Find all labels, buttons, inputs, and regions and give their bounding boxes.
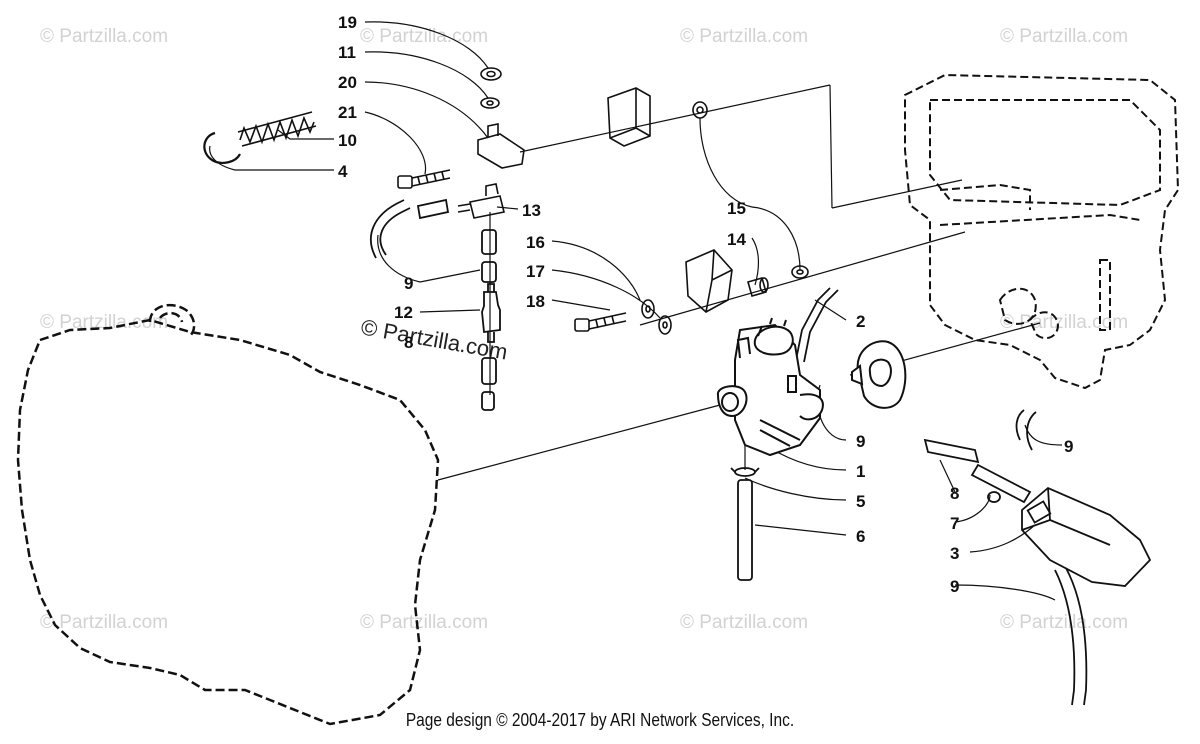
callout-label: 21 <box>338 103 357 122</box>
callout-label: 13 <box>522 201 541 220</box>
watermark: © Partzilla.com <box>360 26 488 47</box>
callout-label: 9 <box>950 577 959 596</box>
callout-label: 4 <box>338 162 348 181</box>
fuel-pump-assembly <box>923 409 1152 706</box>
pump-3 <box>1021 486 1152 587</box>
callout-label: 18 <box>526 292 545 311</box>
hose-9-lower <box>1054 567 1088 706</box>
callout-label: 2 <box>856 312 865 331</box>
callout-label: 8 <box>404 333 413 352</box>
hose-8-lower <box>970 463 1032 504</box>
hose-9-upper <box>370 199 411 259</box>
block-bracket <box>607 87 651 147</box>
watermark: © Partzilla.com <box>1000 312 1128 333</box>
retaining-clip <box>203 131 241 164</box>
callout-label: 1 <box>856 462 865 481</box>
carburetor <box>717 317 824 457</box>
page-footer: Page design © 2004-2017 by ARI Network S… <box>405 710 795 730</box>
watermark: © Partzilla.com <box>40 312 168 333</box>
callout-label: 9 <box>404 274 413 293</box>
bolt-18 <box>574 312 627 332</box>
bracket-20 <box>477 123 525 169</box>
intake-boot-2 <box>851 340 907 409</box>
fitting-7 <box>987 491 1001 503</box>
callout-label: 11 <box>338 43 356 62</box>
callout-label: 9 <box>856 432 865 451</box>
callout-label: 14 <box>727 230 746 249</box>
callout-label: 20 <box>338 73 357 92</box>
watermark: © Partzilla.com <box>680 26 808 47</box>
callout-label: 6 <box>856 527 865 546</box>
watermark: © Partzilla.com <box>1000 612 1128 633</box>
callout-label: 7 <box>950 514 959 533</box>
callout-label: 19 <box>338 13 357 32</box>
spring <box>237 111 317 147</box>
watermark: © Partzilla.com <box>360 612 488 633</box>
vent-hose-9 <box>795 287 839 363</box>
sleeve <box>481 391 495 411</box>
sleeve <box>481 357 497 385</box>
callout-label: 15 <box>727 199 746 218</box>
hose-8-pump <box>923 438 980 464</box>
callout-label: 10 <box>338 131 357 150</box>
fuel-tee-13 <box>457 183 505 219</box>
bracket-mount <box>685 249 733 313</box>
washer-11 <box>480 97 500 109</box>
clamp-5 <box>730 467 760 477</box>
nut-19 <box>480 67 502 81</box>
washer-16 <box>658 315 672 335</box>
callout-label: 16 <box>526 233 545 252</box>
watermark: © Partzilla.com <box>40 612 168 633</box>
washer-17 <box>641 299 655 319</box>
callout-label: 8 <box>950 484 959 503</box>
engine-outline <box>16 303 440 726</box>
callout-label: 17 <box>526 262 545 281</box>
callout-labels: 19 11 20 21 10 4 13 15 14 16 17 18 9 12 … <box>338 13 1073 596</box>
callout-label: 12 <box>394 303 413 322</box>
callout-label: 5 <box>856 492 865 511</box>
fuel-lines <box>370 198 839 581</box>
hose-9-pump <box>1015 409 1037 451</box>
watermark: © Partzilla.com <box>1000 26 1128 47</box>
fuel-filter-12 <box>481 283 501 343</box>
hose-8-short <box>416 198 450 220</box>
watermark: © Partzilla.com <box>680 612 808 633</box>
sleeve <box>481 229 497 255</box>
sleeve <box>481 261 497 283</box>
callout-label: 9 <box>1064 437 1073 456</box>
bolt-21 <box>397 169 451 189</box>
watermark-layer: © Partzilla.com © Partzilla.com © Partzi… <box>40 26 1128 633</box>
callout-label: 3 <box>950 544 959 563</box>
airbox-outline <box>904 73 1180 390</box>
hardware-parts <box>203 67 809 335</box>
drain-tube-6 <box>737 479 753 581</box>
grommet-15 <box>692 101 809 279</box>
watermark: © Partzilla.com <box>40 26 168 47</box>
bushing-14 <box>747 277 769 297</box>
